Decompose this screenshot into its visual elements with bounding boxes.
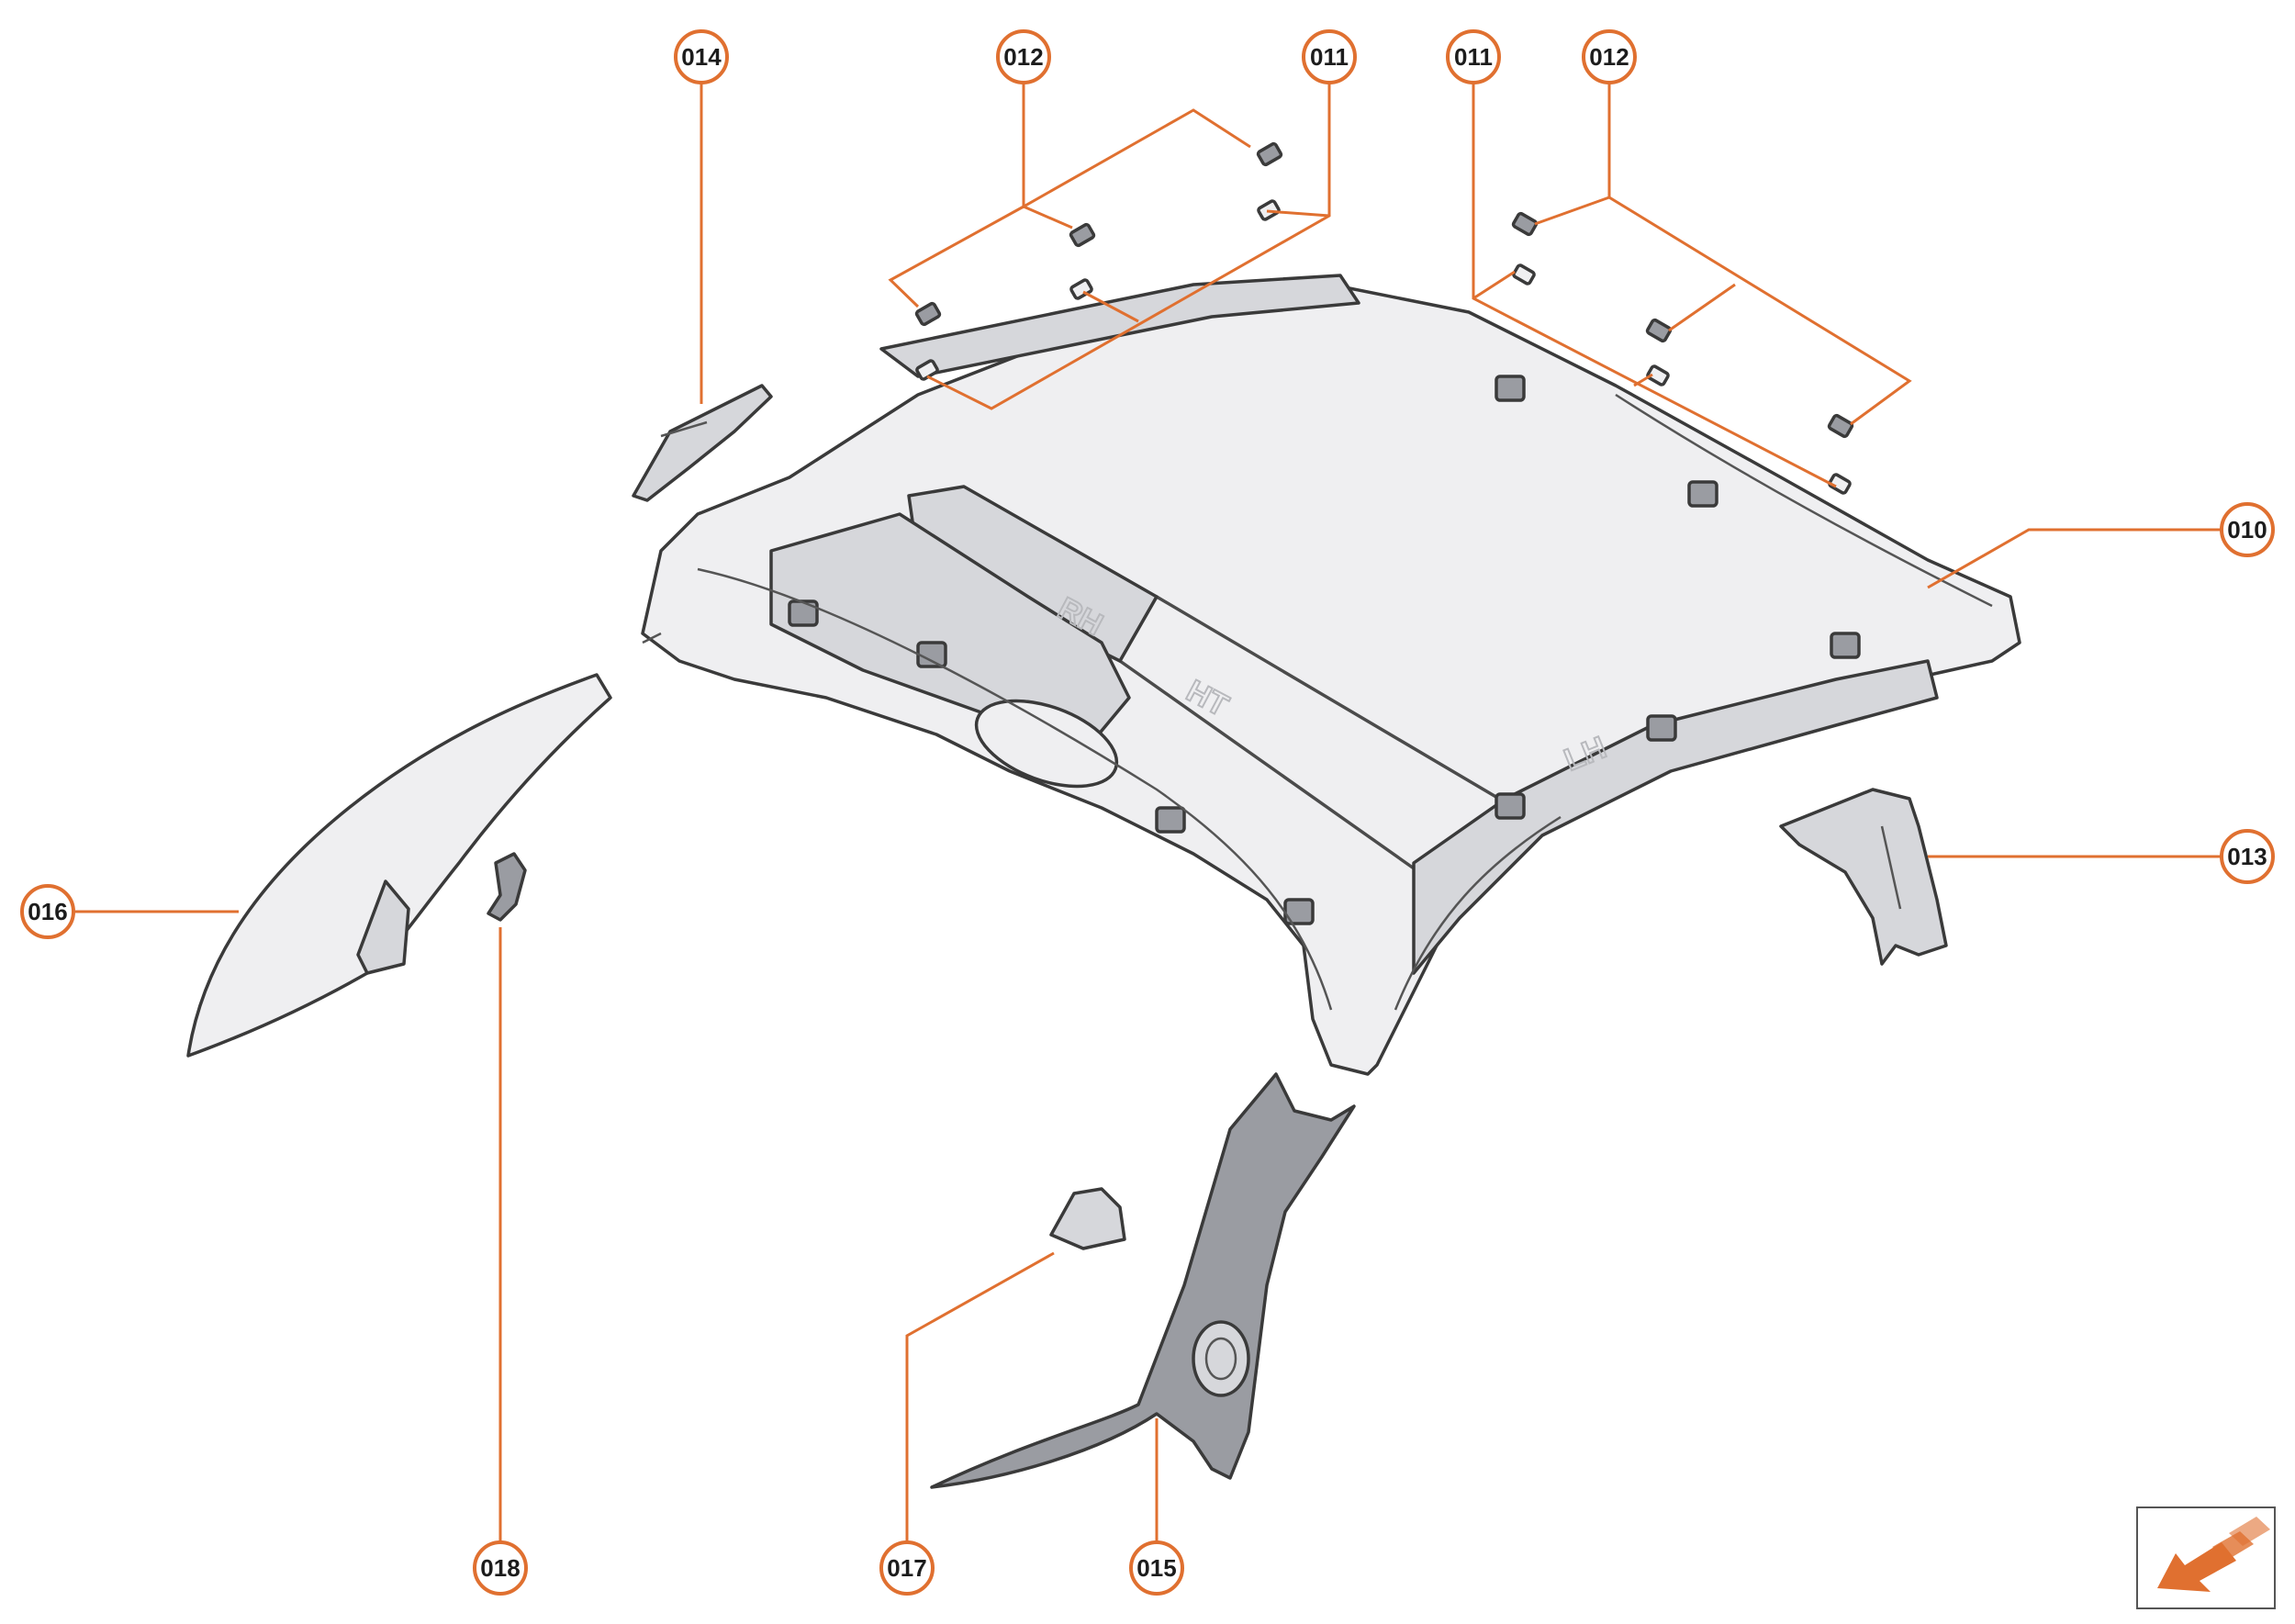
handle-trim-014: [632, 384, 773, 502]
callout-label: 018: [480, 1554, 520, 1582]
front-direction-arrow-icon: [2136, 1506, 2276, 1609]
callout-label: 011: [1454, 43, 1493, 71]
callout-label: 015: [1136, 1554, 1176, 1582]
leader-lines: [75, 79, 2222, 1542]
callout-011-b: 011: [1446, 29, 1501, 84]
headliner-010: RH HT LH: [641, 274, 2021, 1076]
callout-010: 010: [2220, 502, 2275, 557]
pillar-trim-015: [930, 1072, 1356, 1489]
callout-label: 012: [1589, 43, 1629, 71]
callout-label: 010: [2227, 516, 2267, 543]
callout-012-b: 012: [1582, 29, 1637, 84]
callout-label: 017: [887, 1554, 926, 1582]
callout-015: 015: [1129, 1540, 1184, 1596]
cap-018: [487, 852, 527, 922]
clip-set-front: [1511, 211, 1854, 495]
pillar-trim-013: [1779, 788, 1948, 966]
callout-016: 016: [20, 884, 75, 939]
pillar-trim-016: [186, 673, 612, 1058]
callout-018: 018: [473, 1540, 528, 1596]
callout-label: 012: [1003, 43, 1043, 71]
callout-011-a: 011: [1302, 29, 1357, 84]
callout-label: 011: [1310, 43, 1349, 71]
lamp-cover-017: [1049, 1187, 1126, 1250]
callout-label: 013: [2227, 843, 2267, 870]
callout-017: 017: [879, 1540, 935, 1596]
callout-label: 014: [681, 43, 722, 71]
callout-label: 016: [28, 898, 67, 925]
callout-012-a: 012: [996, 29, 1051, 84]
callout-014: 014: [674, 29, 729, 84]
callout-013: 013: [2220, 829, 2275, 884]
